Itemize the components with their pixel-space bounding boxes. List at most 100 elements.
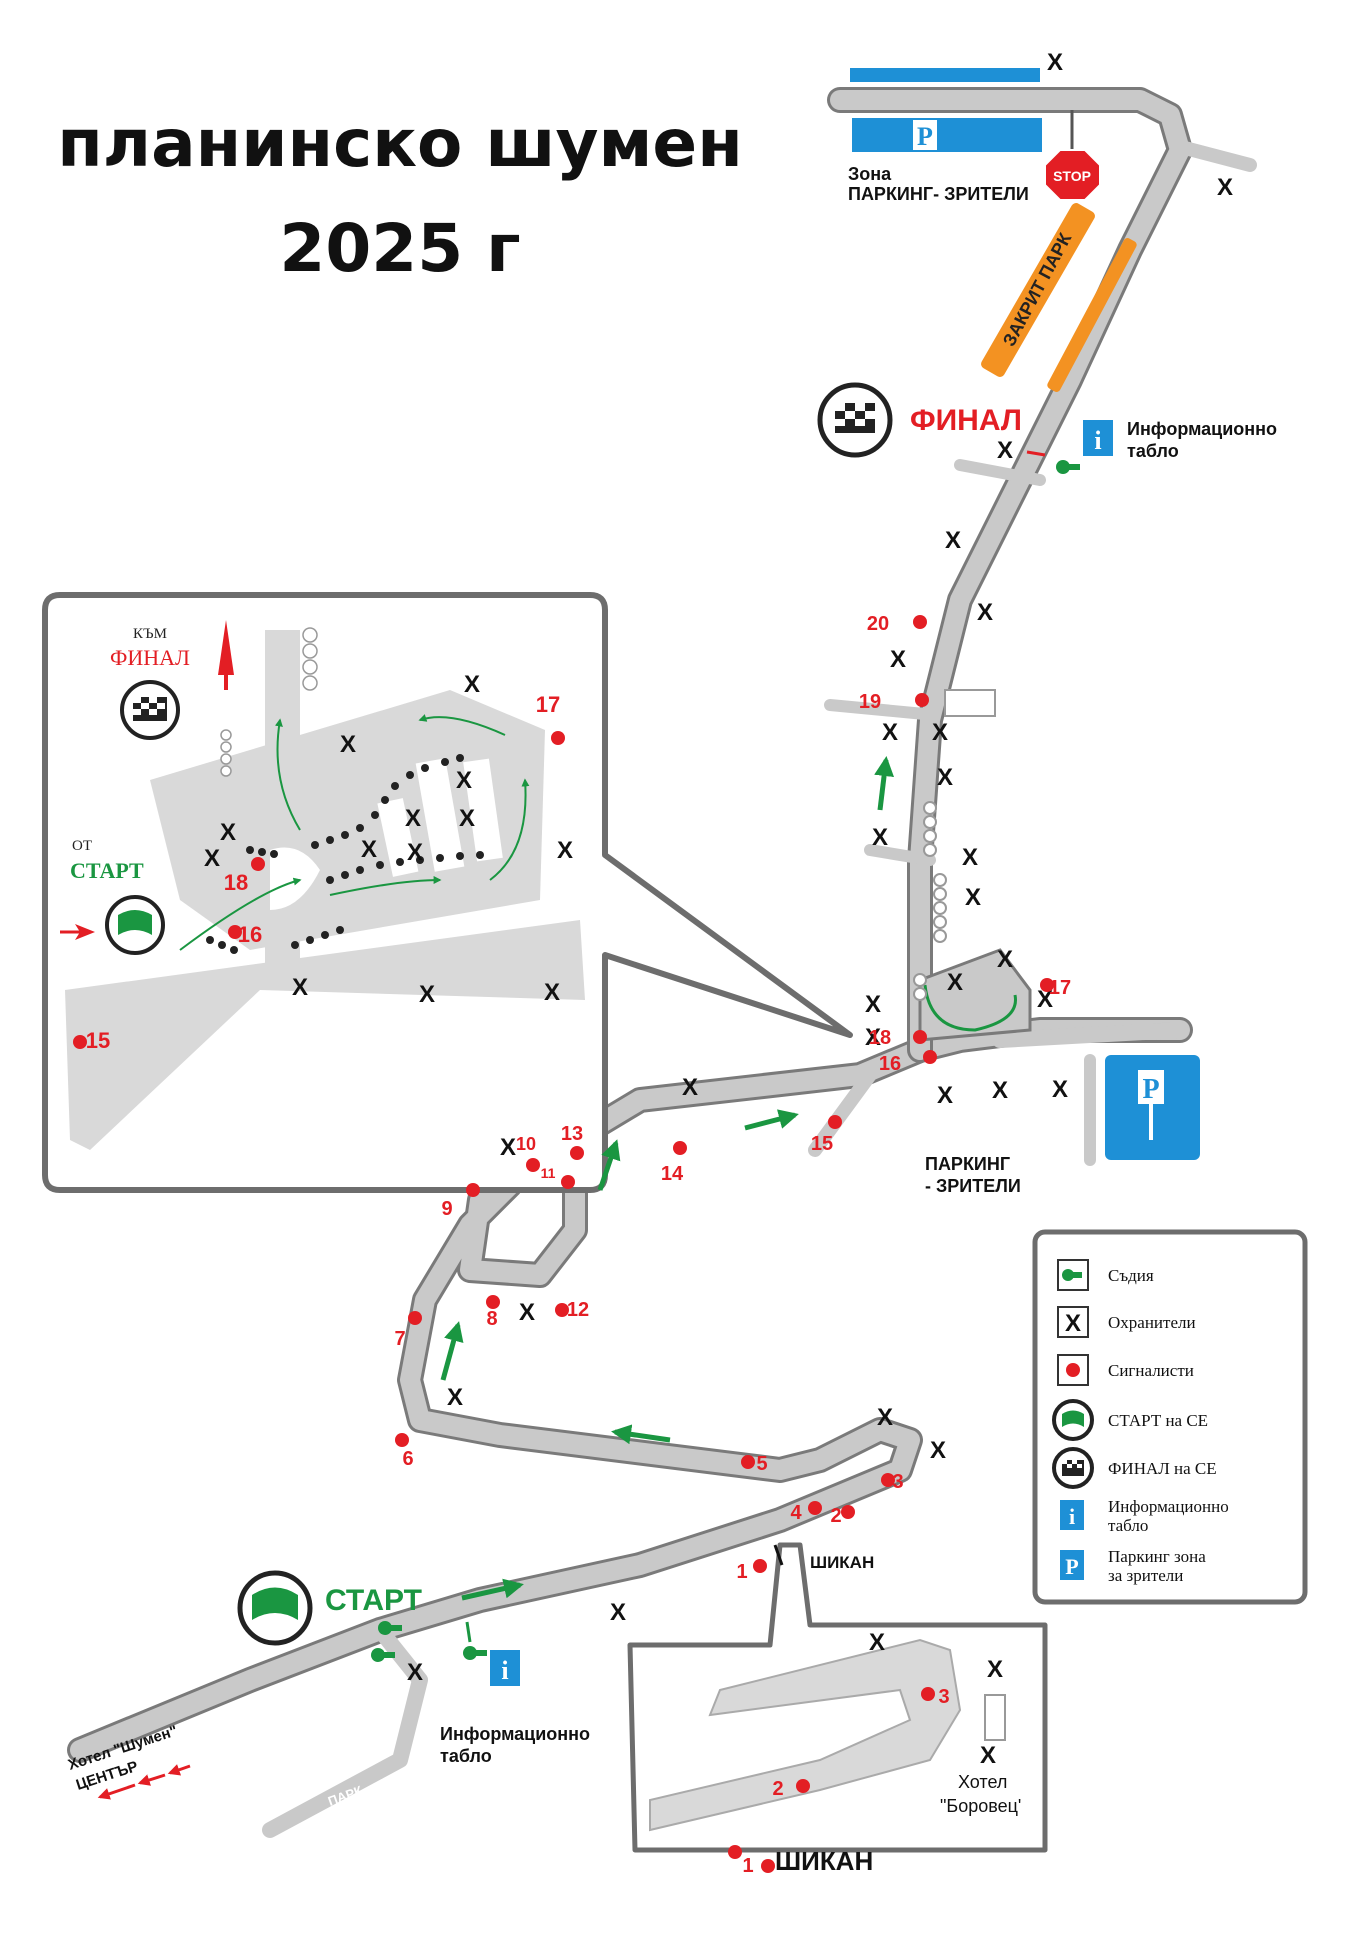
legend-label: СТАРТ на СЕ	[1108, 1411, 1208, 1430]
inset-start-flag-icon	[105, 895, 165, 955]
direction-arrows	[440, 756, 895, 1601]
guard-x-icon: X	[610, 1599, 626, 1626]
marshal-number: 1	[742, 1855, 753, 1877]
title-line-2: 2025 г	[279, 210, 521, 287]
judge-icon	[1057, 1259, 1089, 1291]
guard-x-icon: X	[947, 969, 963, 996]
info-board-label-top: Информационно	[1127, 419, 1277, 439]
legend-item: ФИНАЛ на СЕ	[1052, 1447, 1217, 1489]
marshal-dot-icon	[251, 857, 265, 871]
guard-x-icon: X	[869, 1629, 885, 1656]
marshal-number: 8	[486, 1308, 497, 1330]
marshal-number: 13	[561, 1123, 583, 1145]
guard-x-icon: X	[464, 671, 480, 698]
marshal-dot-icon	[1040, 978, 1054, 992]
marshal-dot-icon	[913, 1030, 927, 1044]
chicane-inset-label: ШИКАН	[775, 1846, 873, 1876]
marshal-dot-icon	[486, 1295, 500, 1309]
guard-x-icon: X	[405, 805, 421, 832]
inset-from-label: ОТ	[72, 838, 92, 854]
start-flag-icon	[1052, 1399, 1094, 1441]
marshal-dot-icon	[1057, 1354, 1089, 1386]
marshal-dot-icon	[761, 1859, 775, 1873]
svg-text:X: X	[1065, 1310, 1081, 1337]
marshal-dot-icon	[561, 1175, 575, 1189]
main-road	[67, 87, 1257, 1838]
marshal-number: 4	[790, 1502, 802, 1524]
marshal-dot-icon	[841, 1505, 855, 1519]
guard-x-icon: X	[865, 1024, 881, 1051]
zone-label-2: ПАРКИНГ- ЗРИТЕЛИ	[848, 184, 1029, 204]
guard-x-icon: X	[682, 1074, 698, 1101]
guard-x-icon: X	[361, 836, 377, 863]
marshal-number: 9	[441, 1198, 452, 1220]
guard-x-icon: X	[945, 527, 961, 554]
judge-icon-finish	[1056, 460, 1080, 474]
parking-spectators-label-2: - ЗРИТЕЛИ	[925, 1176, 1021, 1196]
marshal-number: 17	[1049, 977, 1071, 999]
marshal-dot-icon	[551, 731, 565, 745]
marshal-number: 11	[541, 1165, 556, 1181]
legend-item: СТАРТ на СЕ	[1052, 1399, 1208, 1441]
start-label: СТАРТ	[325, 1584, 422, 1617]
parking-icon: P	[1060, 1550, 1084, 1580]
start-flag-icon	[237, 1570, 313, 1646]
guard-x-icon: X	[340, 731, 356, 758]
chicane-label: ШИКАН	[810, 1553, 874, 1572]
marshal-number: 18	[869, 1027, 891, 1049]
marshal-dot-icon	[570, 1146, 584, 1160]
finish-flag-icon	[1052, 1447, 1094, 1489]
marshal-number: 10	[516, 1134, 536, 1154]
marshal-number: 3	[892, 1471, 903, 1493]
info-icon-top: i	[1083, 420, 1113, 456]
marshal-number: 6	[402, 1448, 413, 1470]
marshal-dot-icon	[796, 1779, 810, 1793]
marshal-number: 15	[86, 1028, 110, 1053]
marshal-dot-icon	[728, 1845, 742, 1859]
marshal-dot-icon	[923, 1050, 937, 1064]
guard-x-icon: X	[500, 1134, 516, 1161]
marshal-number: 7	[394, 1328, 405, 1350]
guard-x-icon: X	[882, 719, 898, 746]
guard-x-icon: X	[997, 946, 1013, 973]
guard-x-icon: X	[980, 1742, 996, 1769]
guard-x-icon: X	[977, 599, 993, 626]
marshal-number: 12	[567, 1299, 589, 1321]
guard-x-icon: X	[459, 805, 475, 832]
legend-label: Съдия	[1108, 1266, 1154, 1285]
legend-item: Сигналисти	[1057, 1354, 1194, 1386]
info-board-label-start: Информационно	[440, 1724, 590, 1744]
svg-text:P: P	[1142, 1074, 1159, 1105]
guard-x-icon: X	[557, 837, 573, 864]
marshal-number: 14	[661, 1163, 684, 1185]
guard-x-icon: X	[962, 844, 978, 871]
guard-x-icon: X	[1052, 1076, 1068, 1103]
svg-text:STOP: STOP	[1053, 168, 1091, 184]
guard-x-icon: X	[997, 437, 1013, 464]
info-board-label-top-2: табло	[1127, 441, 1179, 461]
hotel-borovets-label: Хотел	[958, 1772, 1007, 1792]
marshal-dot-icon	[228, 925, 242, 939]
finish-loop-area	[918, 948, 1032, 1042]
marshal-dot-icon	[881, 1473, 895, 1487]
chicane-inset	[627, 1542, 1048, 1853]
legend-label: Информационно	[1108, 1497, 1229, 1516]
inset-to-final-label: КЪМ	[133, 626, 167, 642]
guard-x-icon: X	[992, 1077, 1008, 1104]
inset-start-label: СТАРТ	[70, 858, 144, 883]
guard-x-icon: X	[1217, 174, 1233, 201]
marshal-number: 17	[536, 692, 560, 717]
guard-x-icon: X	[932, 719, 948, 746]
legend-label: ФИНАЛ на СЕ	[1108, 1459, 1217, 1478]
guard-x-icon: X	[419, 981, 435, 1008]
svg-text:i: i	[501, 1656, 508, 1685]
info-board-label-start-2: табло	[440, 1746, 492, 1766]
marshal-dot-icon	[921, 1687, 935, 1701]
marshal-number: 15	[811, 1133, 833, 1155]
marshal-dot-icon	[808, 1501, 822, 1515]
guard-x-icon: X	[1057, 1306, 1089, 1338]
hotel-borovets-label-2: "Боровец'	[940, 1796, 1021, 1816]
